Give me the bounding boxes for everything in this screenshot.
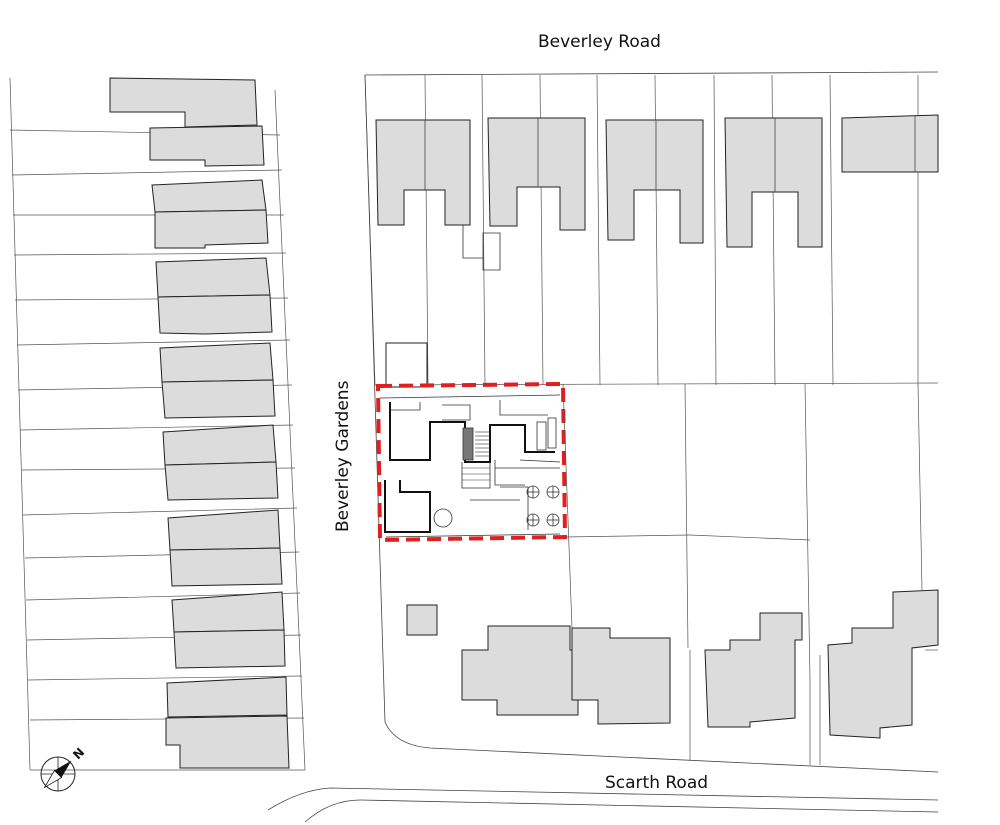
building: [171, 591, 285, 633]
building: [841, 114, 939, 173]
scarth-road: Scarth Road: [267, 773, 939, 823]
north-arrow: N: [40, 745, 87, 792]
building: [159, 342, 274, 383]
east-plots: [562, 383, 938, 765]
beverley-road: Beverley Road: [364, 32, 939, 76]
north-arrow-label: N: [70, 745, 87, 762]
west-houses: [109, 77, 290, 769]
building: [155, 257, 271, 298]
garage: [385, 342, 428, 388]
building: [109, 77, 258, 128]
north-houses: [375, 114, 939, 271]
building: [487, 117, 586, 231]
shed: [406, 604, 438, 636]
building: [169, 547, 283, 587]
building: [375, 119, 471, 226]
beverley-gardens-label: Beverley Gardens: [333, 380, 353, 532]
building: [164, 461, 279, 501]
scarth-road-label: Scarth Road: [605, 773, 708, 793]
building: [167, 509, 281, 551]
building: [724, 117, 823, 248]
building: [166, 676, 288, 718]
building: [151, 179, 267, 213]
building: [161, 379, 276, 419]
building: [704, 612, 803, 728]
building: [157, 294, 273, 335]
building: [154, 209, 269, 249]
building: [827, 589, 939, 739]
site-plan: [375, 381, 568, 543]
building: [162, 424, 277, 466]
south-houses: [406, 589, 939, 739]
beverley-road-label: Beverley Road: [538, 32, 661, 52]
building: [571, 627, 671, 725]
building: [149, 125, 265, 167]
building: [605, 119, 704, 244]
north-arrow-icon: [43, 760, 72, 789]
building: [173, 629, 286, 669]
beverley-gardens: Beverley Gardens: [333, 74, 939, 773]
building: [461, 625, 579, 716]
building: [165, 715, 290, 769]
